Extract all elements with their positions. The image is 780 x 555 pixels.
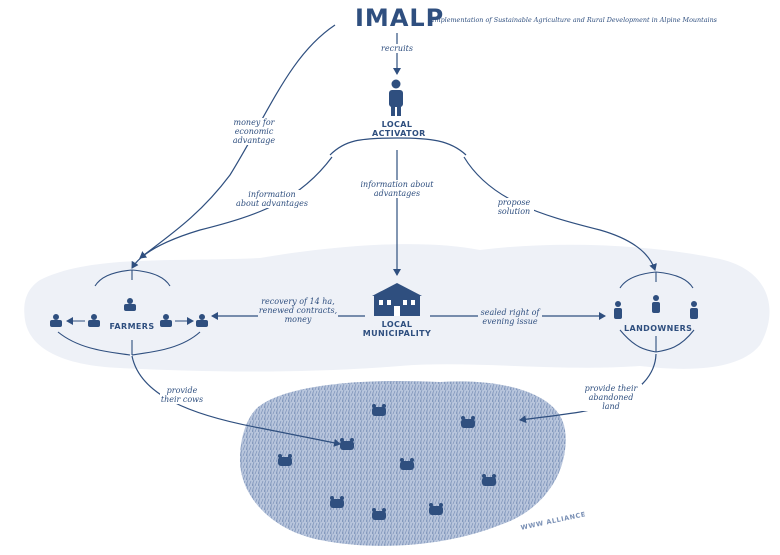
money-arrow: [139, 24, 336, 259]
landowners-label: LANDOWNERS: [624, 324, 693, 333]
info-center-label: information about advantages: [358, 180, 436, 198]
land-label: provide their abandoned land: [580, 384, 642, 411]
info-left-label: information about advantages: [236, 190, 308, 208]
farmer-icons: [50, 298, 208, 327]
propose-label: propose solution: [494, 198, 534, 216]
cows-arrow: [131, 355, 341, 447]
money-label: money for economic advantage: [225, 118, 283, 145]
diagram-subtitle: Implementation of Sustainable Agricultur…: [432, 16, 717, 24]
recovery-label: recovery of 14 ha, renewed contracts, mo…: [258, 297, 338, 324]
propose-arrow: [463, 156, 657, 271]
landowners-converge: [619, 329, 695, 353]
cows-label: provide their cows: [160, 386, 204, 404]
cow-icons: [278, 404, 496, 520]
activator-label: LOCAL ACTIVATOR: [372, 120, 426, 138]
landowner-icons: [614, 295, 698, 319]
sealed-label: sealed right of evening issue: [478, 308, 542, 326]
municipality-building-icon: [372, 283, 422, 316]
municipality-label: LOCAL MUNICIPALITY: [362, 320, 432, 338]
activator-person-icon: [389, 79, 403, 116]
recruits-label: recruits: [372, 44, 422, 53]
farmers-label: FARMERS: [109, 322, 155, 331]
farmers-converge: [57, 331, 201, 356]
landowners-fan: [619, 271, 694, 289]
activator-arch: [329, 137, 467, 156]
info-left-arrow: [131, 156, 333, 269]
diagram-title: IMALP: [355, 4, 445, 32]
farmers-fan: [94, 269, 171, 287]
